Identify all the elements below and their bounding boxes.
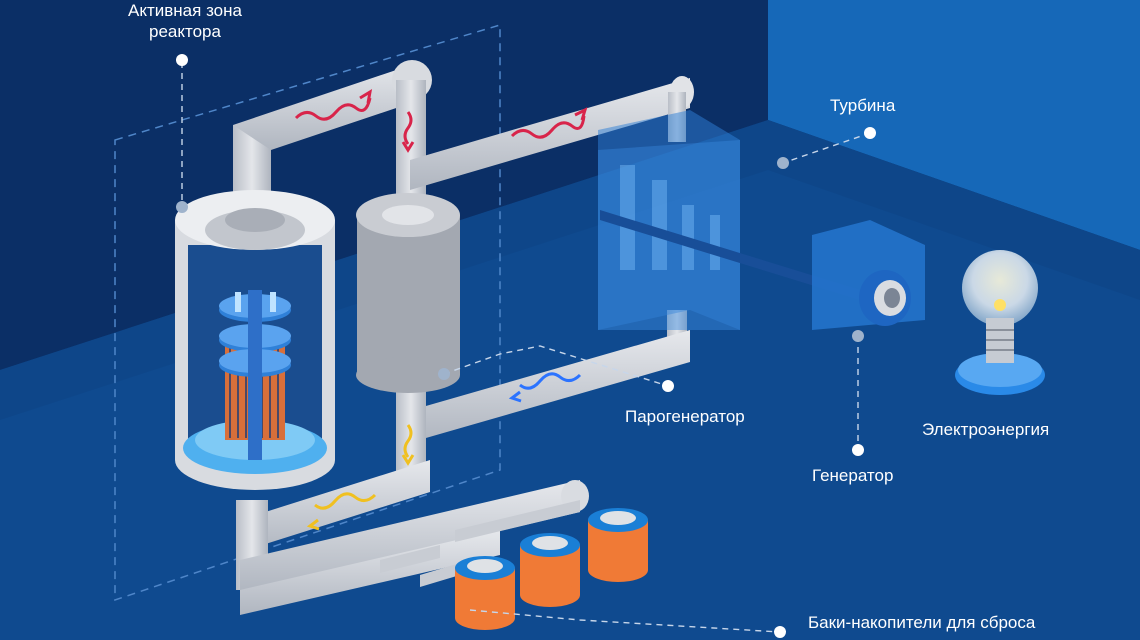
cold-flow-arrow	[508, 372, 582, 403]
electricity-label: Электроэнергия	[922, 420, 1050, 439]
back-wall-right	[768, 0, 1140, 250]
reactor-core-label-line2: реактора	[149, 22, 221, 41]
reactor-core-label: Активная зона реактора	[110, 0, 260, 42]
callout-leaders	[181, 62, 871, 633]
anchor-dot	[176, 157, 864, 380]
reactor-core-label-line1: Активная зона	[128, 1, 242, 20]
reactor-dashed-frame	[114, 23, 501, 602]
storage-tanks-label: Баки-накопители для сброса	[808, 613, 1036, 632]
storage-tank	[520, 533, 580, 607]
hot-flow-arrow	[294, 89, 588, 153]
storage-tank	[588, 508, 648, 582]
floor-shadow	[0, 120, 1140, 420]
turbine	[598, 110, 860, 330]
steam-generator	[356, 193, 460, 393]
callout-dot	[176, 54, 876, 638]
storage-tank	[455, 556, 515, 630]
turbine-label: Турбина	[830, 96, 896, 115]
generator	[812, 220, 925, 330]
warm-flow-arrow	[306, 424, 415, 531]
generator-label: Генератор	[812, 466, 894, 485]
steam-generator-label: Парогенератор	[625, 407, 745, 426]
light-bulb-icon	[955, 250, 1045, 395]
pipe-network	[233, 60, 694, 615]
reactor-vessel	[175, 190, 335, 490]
